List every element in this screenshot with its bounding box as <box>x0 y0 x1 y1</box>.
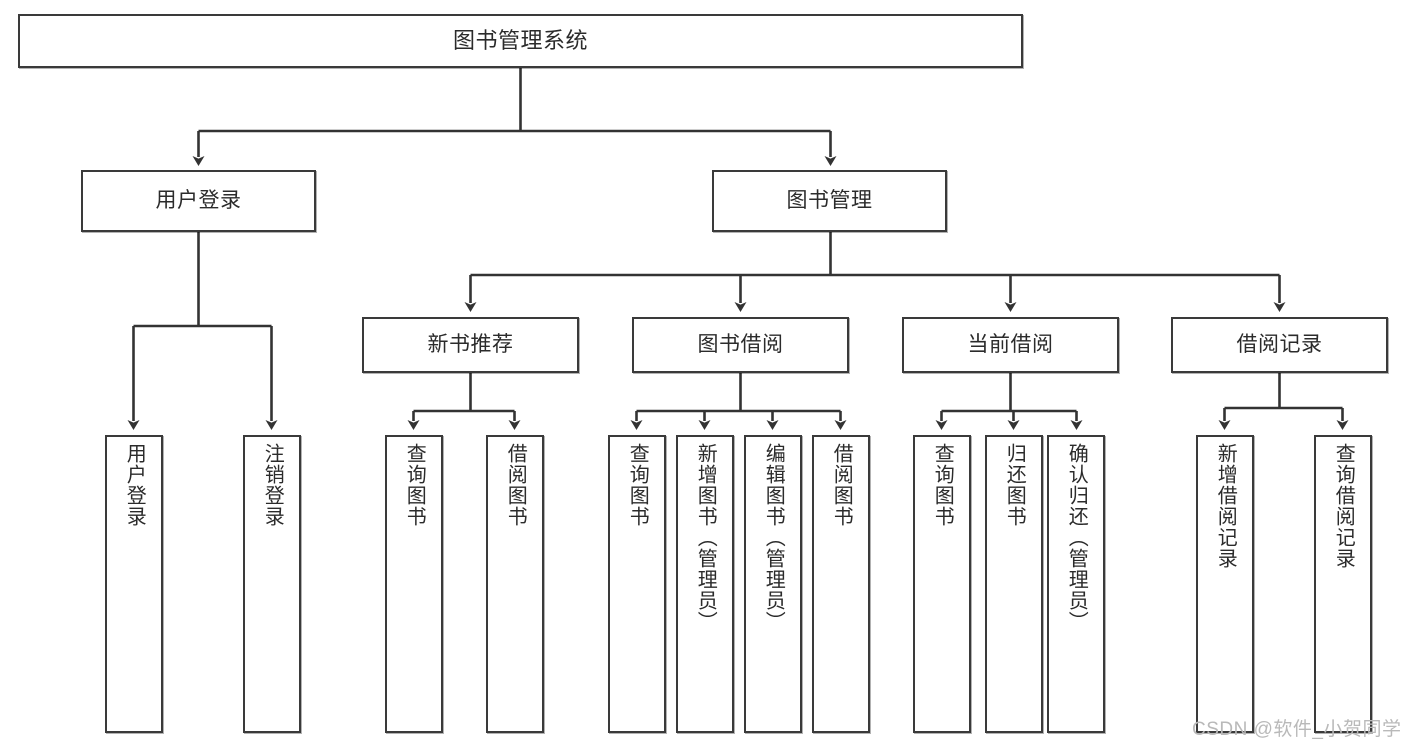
node-leaf-query-book-new[interactable]: 查询图书 <box>385 435 443 733</box>
node-leaf-logout[interactable]: 注销登录 <box>243 435 301 733</box>
node-book-borrow[interactable]: 图书借阅 <box>632 317 849 373</box>
node-root-system[interactable]: 图书管理系统 <box>18 14 1023 68</box>
node-leaf-add-book-admin[interactable]: 新增图书（管理员） <box>676 435 734 733</box>
connector-borrow-record-to-leaves <box>1218 373 1349 430</box>
node-leaf-edit-book-admin[interactable]: 编辑图书（管理员） <box>744 435 802 733</box>
node-leaf-borrow-book-new[interactable]: 借阅图书 <box>486 435 544 733</box>
node-label: 图书借阅 <box>697 333 784 357</box>
node-new-book-recommend[interactable]: 新书推荐 <box>362 317 579 373</box>
node-label: 借阅记录 <box>1236 333 1323 357</box>
node-label: 确认归还（管理员） <box>1065 443 1088 632</box>
node-label: 查询图书 <box>626 443 649 527</box>
node-label: 查询图书 <box>403 443 426 527</box>
node-label: 图书管理系统 <box>452 27 588 53</box>
csdn-watermark: CSDN @软件_小贺同学 <box>1192 719 1402 740</box>
node-borrow-record[interactable]: 借阅记录 <box>1171 317 1388 373</box>
connector-current-borrow-to-leaves <box>935 373 1083 430</box>
node-label: 编辑图书（管理员） <box>762 443 785 632</box>
node-label: 当前借阅 <box>967 333 1054 357</box>
node-label: 借阅图书 <box>830 443 853 527</box>
node-user-login[interactable]: 用户登录 <box>81 170 316 232</box>
node-label: 注销登录 <box>261 443 284 527</box>
node-leaf-borrow-book[interactable]: 借阅图书 <box>812 435 870 733</box>
node-leaf-confirm-return-admin[interactable]: 确认归还（管理员） <box>1047 435 1105 733</box>
connector-new-book-to-leaves <box>407 373 521 430</box>
node-leaf-query-book-borrow[interactable]: 查询图书 <box>608 435 666 733</box>
node-label: 用户登录 <box>123 443 146 527</box>
node-label: 新增借阅记录 <box>1214 443 1237 569</box>
node-label: 归还图书 <box>1003 443 1026 527</box>
node-current-borrow[interactable]: 当前借阅 <box>902 317 1119 373</box>
node-book-management[interactable]: 图书管理 <box>712 170 947 232</box>
node-label: 查询图书 <box>931 443 954 527</box>
node-leaf-user-login[interactable]: 用户登录 <box>105 435 163 733</box>
node-label: 图书管理 <box>786 189 873 213</box>
connector-user-login-to-leaves <box>127 232 278 430</box>
node-label: 借阅图书 <box>504 443 527 527</box>
node-leaf-return-book[interactable]: 归还图书 <box>985 435 1043 733</box>
connector-book-borrow-to-leaves <box>630 373 847 430</box>
node-leaf-query-book-current[interactable]: 查询图书 <box>913 435 971 733</box>
connector-book-mgmt-to-level3 <box>464 232 1286 312</box>
node-label: 新书推荐 <box>427 333 514 357</box>
node-label: 查询借阅记录 <box>1332 443 1355 569</box>
node-leaf-add-borrow-record[interactable]: 新增借阅记录 <box>1196 435 1254 733</box>
node-label: 新增图书（管理员） <box>694 443 717 632</box>
node-label: 用户登录 <box>155 189 242 213</box>
connector-root-to-level2 <box>192 68 837 166</box>
node-leaf-query-borrow-record[interactable]: 查询借阅记录 <box>1314 435 1372 733</box>
